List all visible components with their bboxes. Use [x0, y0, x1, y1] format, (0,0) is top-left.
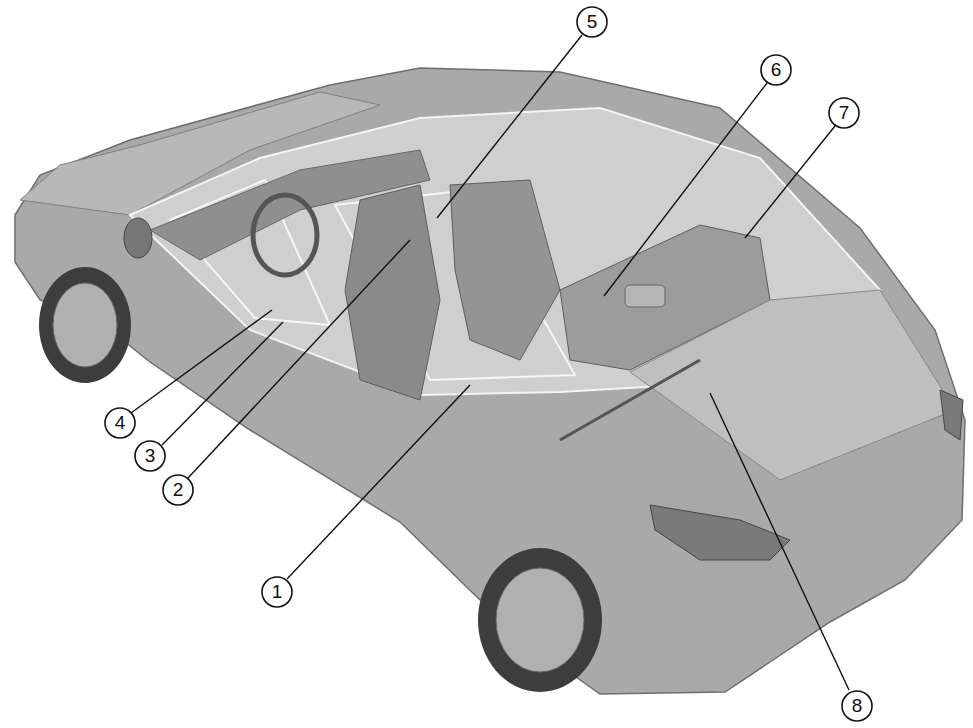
rim — [496, 568, 584, 672]
leader-line — [604, 83, 767, 296]
rim — [53, 283, 117, 367]
callout-circle — [577, 7, 607, 37]
mirror — [124, 218, 152, 258]
front-seat — [450, 180, 560, 360]
strap — [560, 360, 700, 440]
leader-line — [188, 240, 410, 478]
callout-circle — [163, 475, 193, 505]
leader-line — [437, 35, 582, 218]
rear-wheel — [478, 548, 602, 692]
callout-number: 1 — [263, 578, 291, 606]
leader-line — [162, 322, 283, 445]
child-seat-anchor — [625, 285, 665, 307]
leader-line — [131, 310, 272, 413]
front-seat — [345, 185, 440, 400]
callout-circle — [761, 55, 791, 85]
callout-number: 7 — [830, 99, 858, 127]
callout-circle — [105, 408, 135, 438]
callout-circles — [105, 7, 872, 721]
callout-number: 3 — [136, 442, 164, 470]
trunk — [630, 290, 955, 480]
callout-number: 4 — [106, 409, 134, 437]
callout-number: 6 — [762, 56, 790, 84]
leader-lines — [131, 35, 849, 690]
leader-line — [745, 126, 835, 238]
car-body — [15, 68, 965, 694]
leader-line — [710, 393, 849, 690]
callout-number: 8 — [843, 692, 871, 720]
callout-circle — [842, 691, 872, 721]
tail-light — [940, 390, 963, 440]
callout-circle — [262, 577, 292, 607]
front-wheel — [39, 267, 131, 383]
tail-light — [650, 505, 790, 560]
callout-number: 5 — [578, 8, 606, 36]
steering-wheel — [253, 195, 317, 275]
callout-circle — [829, 98, 859, 128]
callout-number: 2 — [164, 476, 192, 504]
leader-line — [287, 385, 470, 579]
callout-circle — [135, 441, 165, 471]
